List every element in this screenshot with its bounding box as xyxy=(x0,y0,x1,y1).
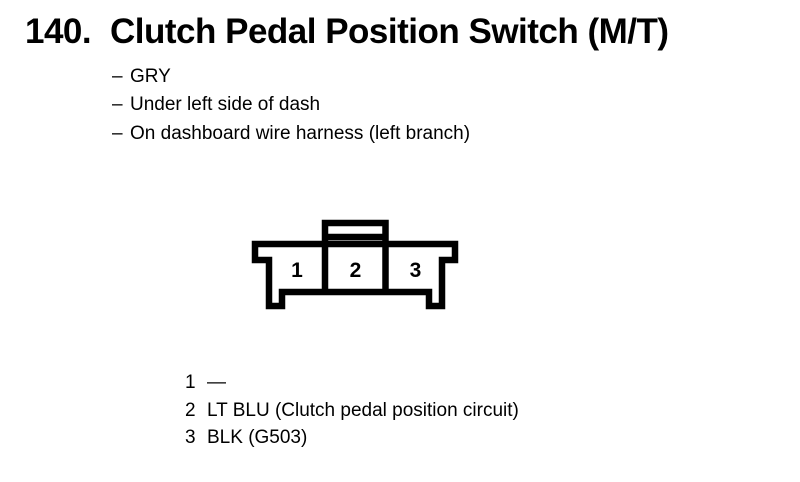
legend-pin-desc: — xyxy=(207,372,226,393)
item-number: 140. xyxy=(25,12,92,51)
connector-diagram: 1 2 3 xyxy=(251,219,459,310)
legend-row-2: 2 LT BLU (Clutch pedal position circuit) xyxy=(185,397,519,425)
detail-text: Under left side of dash xyxy=(130,94,321,116)
connector-lock-tab xyxy=(321,219,389,292)
pin-number-3: 3 xyxy=(410,259,422,282)
legend-row-1: 1 — xyxy=(185,369,519,397)
detail-list: – GRY – Under left side of dash – On das… xyxy=(112,63,470,148)
detail-item-location: – Under left side of dash xyxy=(112,91,470,119)
legend-pin-desc: LT BLU (Clutch pedal position circuit) xyxy=(207,399,519,421)
pin-number-1: 1 xyxy=(291,259,303,282)
detail-item-color: – GRY xyxy=(112,63,470,91)
pin-number-2: 2 xyxy=(350,259,362,282)
detail-item-harness: – On dashboard wire harness (left branch… xyxy=(112,120,470,148)
bullet-dash: – xyxy=(112,94,123,116)
title-text: Clutch Pedal Position Switch (M/T) xyxy=(110,12,669,51)
legend-row-3: 3 BLK (G503) xyxy=(185,424,519,452)
legend-pin-desc: BLK (G503) xyxy=(207,427,308,449)
legend-pin-number: 3 xyxy=(185,427,196,449)
bullet-dash: – xyxy=(112,66,123,87)
bullet-dash: – xyxy=(112,122,123,144)
page-title: 140. Clutch Pedal Position Switch (M/T) xyxy=(25,14,669,50)
detail-text: GRY xyxy=(130,66,171,87)
legend-pin-number: 1 xyxy=(185,372,196,393)
connector-housing-outline xyxy=(251,240,459,310)
detail-text: On dashboard wire harness (left branch) xyxy=(130,122,471,144)
pin-legend: 1 — 2 LT BLU (Clutch pedal position circ… xyxy=(185,369,519,452)
legend-pin-number: 2 xyxy=(185,399,196,421)
